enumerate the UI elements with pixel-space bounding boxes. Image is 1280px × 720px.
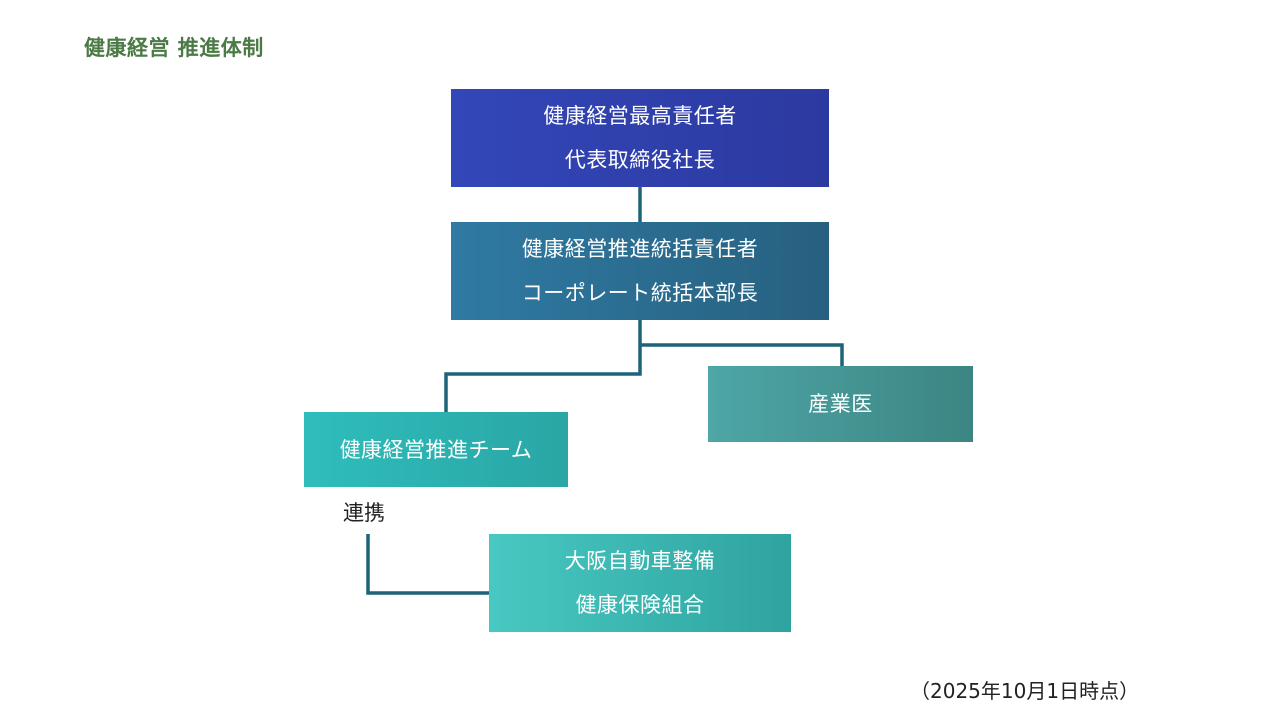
node-health-insurance-union: 大阪自動車整備 健康保険組合 bbox=[489, 534, 791, 632]
node-director-role: 健康経営推進統括責任者 bbox=[521, 237, 759, 261]
node-team-label: 健康経営推進チーム bbox=[339, 437, 533, 462]
as-of-date-note: （2025年10月1日時点） bbox=[910, 679, 1140, 703]
connector-director-doctor bbox=[640, 343, 844, 366]
collaboration-label: 連携 bbox=[343, 501, 385, 525]
node-ceo-role: 健康経営最高責任者 bbox=[543, 104, 737, 128]
node-health-promotion-director: 健康経営推進統括責任者 コーポレート統括本部長 bbox=[451, 222, 829, 320]
node-director-position: コーポレート統括本部長 bbox=[521, 281, 759, 305]
node-chief-health-officer: 健康経営最高責任者 代表取締役社長 bbox=[451, 89, 829, 187]
node-ceo-position: 代表取締役社長 bbox=[564, 148, 716, 172]
node-industrial-physician: 産業医 bbox=[708, 366, 973, 442]
node-doctor-label: 産業医 bbox=[808, 392, 873, 416]
node-union-line2: 健康保険組合 bbox=[575, 593, 705, 617]
page-title: 健康経営 推進体制 bbox=[84, 36, 264, 60]
node-health-promotion-team: 健康経営推進チーム bbox=[304, 412, 568, 487]
connector-team-union bbox=[366, 534, 489, 595]
node-union-line1: 大阪自動車整備 bbox=[564, 549, 716, 573]
connector-director-team bbox=[444, 320, 642, 412]
